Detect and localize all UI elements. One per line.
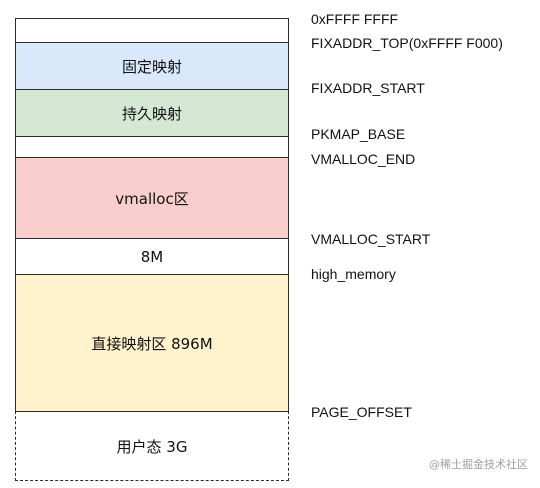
address-label: 0xFFFF FFFF bbox=[311, 11, 399, 27]
region-label: 持久映射 bbox=[121, 104, 182, 123]
address-label: high_memory bbox=[311, 266, 396, 282]
watermark: @稀土掘金技术社区 bbox=[429, 458, 528, 471]
region-top-gap bbox=[15, 18, 289, 43]
region-direct-map: 直接映射区 896M bbox=[15, 274, 289, 412]
region-vmalloc: vmalloc区 bbox=[15, 157, 289, 239]
region-gap bbox=[15, 136, 289, 158]
region-label: 8M bbox=[140, 247, 164, 266]
region-gap-8m: 8M bbox=[15, 238, 289, 275]
region-label: 固定映射 bbox=[121, 57, 182, 76]
region-label: 用户态 3G bbox=[116, 437, 188, 456]
address-label: PAGE_OFFSET bbox=[311, 404, 412, 420]
region-fixed-map: 固定映射 bbox=[15, 42, 289, 90]
region-label: 直接映射区 896M bbox=[91, 334, 213, 353]
address-label: PKMAP_BASE bbox=[311, 126, 406, 142]
region-label: vmalloc区 bbox=[115, 189, 189, 208]
region-persistent-map: 持久映射 bbox=[15, 89, 289, 137]
address-label: FIXADDR_START bbox=[311, 80, 425, 96]
address-label: VMALLOC_START bbox=[311, 231, 431, 247]
address-label: FIXADDR_TOP(0xFFFF F000) bbox=[311, 35, 503, 51]
region-user-space: 用户态 3G bbox=[15, 411, 289, 481]
address-label: VMALLOC_END bbox=[311, 151, 416, 167]
